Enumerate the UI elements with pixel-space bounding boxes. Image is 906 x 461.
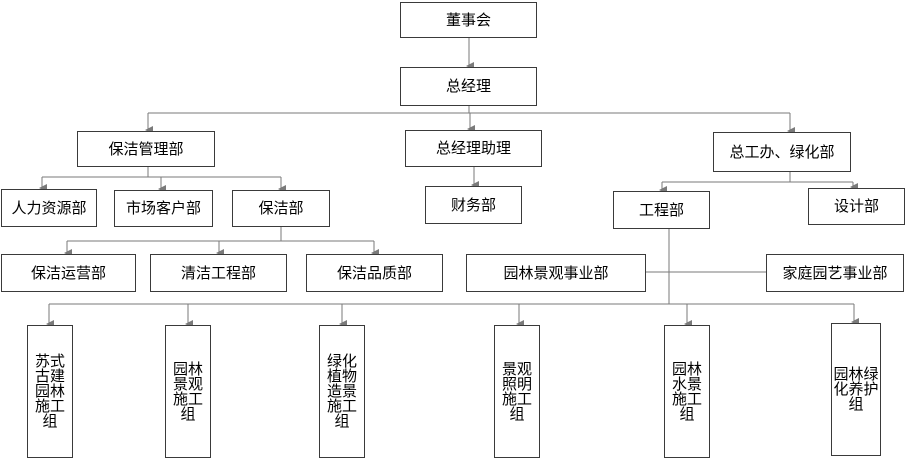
node-general-manager: 总经理 <box>400 67 537 106</box>
team-label: 绿化植物造景施工组 <box>326 352 357 430</box>
team-label: 苏式古建园林施工组 <box>34 352 65 430</box>
node-planting-team: 绿化植物造景施工组 <box>319 325 365 458</box>
node-board: 董事会 <box>400 2 537 38</box>
node-engineering-dept: 工程部 <box>613 191 710 229</box>
node-cleaning-management-dept: 保洁管理部 <box>77 131 215 167</box>
team-label: 园林水景施工组 <box>671 359 702 423</box>
team-label: 园林景观施工组 <box>172 359 203 423</box>
node-finance-dept: 财务部 <box>425 186 522 224</box>
node-home-garden-business-unit: 家庭园艺事业部 <box>766 254 904 292</box>
node-hr-dept: 人力资源部 <box>1 189 97 227</box>
node-design-dept: 设计部 <box>808 188 905 225</box>
node-cleaning-engineering-dept: 清洁工程部 <box>150 254 287 292</box>
team-label: 景观照明施工组 <box>501 359 532 423</box>
node-cleaning-quality-dept: 保洁品质部 <box>306 254 443 292</box>
node-market-customer-dept: 市场客户部 <box>114 190 213 227</box>
node-suzhou-garden-team: 苏式古建园林施工组 <box>27 325 73 458</box>
node-landscape-business-unit: 园林景观事业部 <box>466 254 646 292</box>
node-cleaning-operations-dept: 保洁运营部 <box>1 254 136 292</box>
node-maintenance-team: 园林绿化养护组 <box>831 323 881 456</box>
node-gm-assistant: 总经理助理 <box>405 130 542 167</box>
node-lighting-team: 景观照明施工组 <box>494 325 540 458</box>
team-label: 园林绿化养护组 <box>833 365 879 413</box>
node-chief-engineer-office: 总工办、绿化部 <box>713 132 851 172</box>
node-landscape-construction-team: 园林景观施工组 <box>165 325 211 458</box>
node-water-feature-team: 园林水景施工组 <box>664 325 710 458</box>
node-cleaning-dept: 保洁部 <box>232 190 330 227</box>
